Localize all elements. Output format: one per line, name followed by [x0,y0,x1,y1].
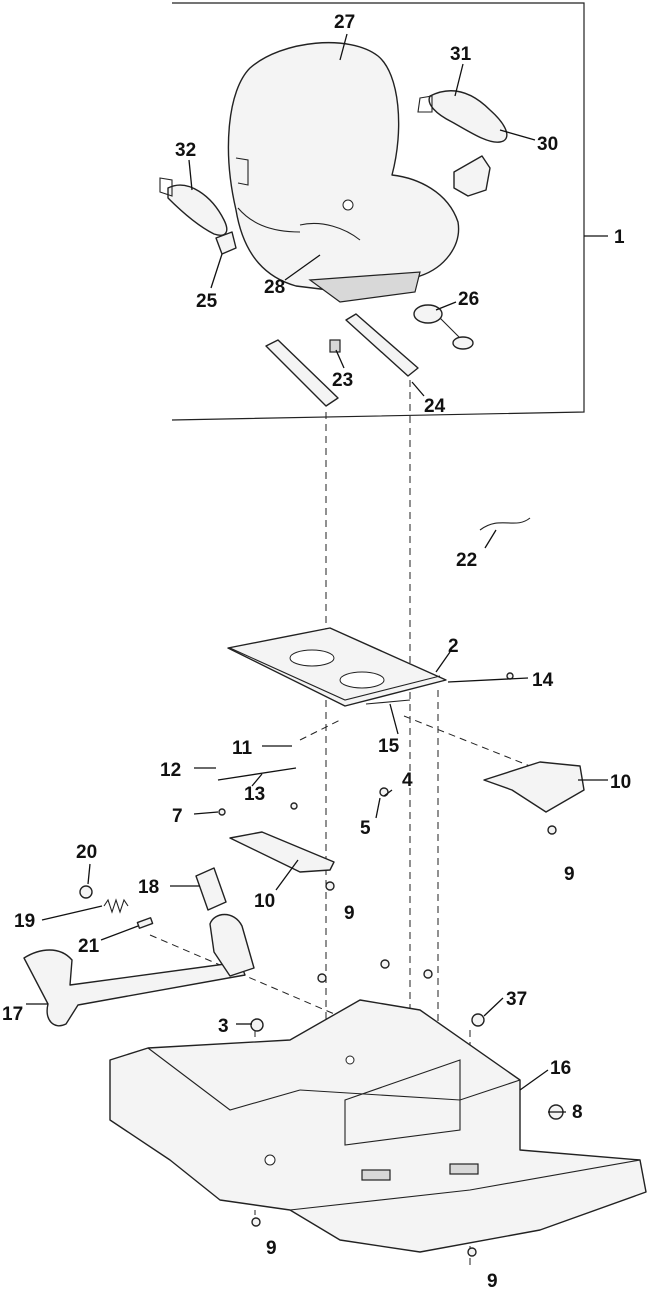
callout-9-bottom-right: 9 [487,1271,498,1292]
armrest-left [159,177,228,236]
callout-15: 15 [378,736,400,757]
deflector-left [229,831,335,873]
callout-14: 14 [532,670,554,691]
deflector-right [483,761,585,813]
callout-13: 13 [244,784,265,805]
chassis-frame [109,999,647,1253]
lever-17 [23,867,255,1027]
callout-10-left: 10 [254,891,275,912]
callout-31: 31 [450,44,472,65]
pin-21 [136,917,154,929]
armrest-right [417,90,508,143]
callout-24: 24 [424,396,446,417]
callout-25: 25 [196,291,218,312]
callout-20: 20 [76,842,97,863]
callout-16: 16 [550,1058,571,1079]
callout-30: 30 [537,134,558,155]
callout-32: 32 [175,140,196,161]
hardware [218,672,557,1257]
rod-13 [217,767,297,781]
callout-19: 19 [14,911,35,932]
spring-19 [79,885,129,914]
callout-4: 4 [402,770,413,791]
seat-cushion [227,42,460,303]
callout-3: 3 [218,1016,229,1037]
callout-11: 11 [232,738,253,759]
seat-slide-rails [265,313,419,407]
callout-12: 12 [160,760,181,781]
callout-1: 1 [614,227,625,248]
seat-mount-plate [227,627,447,707]
wire-harness [479,517,531,531]
callout-17: 17 [2,1004,23,1025]
callout-9-mid: 9 [344,903,355,924]
callout-7: 7 [172,806,183,827]
callout-23: 23 [332,370,353,391]
callout-27: 27 [334,12,355,33]
callout-8: 8 [572,1102,583,1123]
callout-2: 2 [448,636,459,657]
callout-9-bottom-left: 9 [266,1238,277,1259]
leader-lines [26,33,608,1113]
callout-28: 28 [264,277,285,298]
callout-22: 22 [456,550,477,571]
callout-21: 21 [78,936,100,957]
callout-26: 26 [458,289,479,310]
callout-5: 5 [360,818,371,839]
callout-37: 37 [506,989,527,1010]
callout-10-right: 10 [610,772,631,793]
switch-25 [215,231,237,255]
seat-assembly-frame [171,2,585,421]
callout-18: 18 [138,877,159,898]
callout-9-right: 9 [564,864,575,885]
armrest-bracket [453,155,491,197]
callout-labels: 27 31 30 32 1 25 28 26 23 24 22 2 14 15 … [2,12,631,1292]
knob-26 [413,304,474,350]
